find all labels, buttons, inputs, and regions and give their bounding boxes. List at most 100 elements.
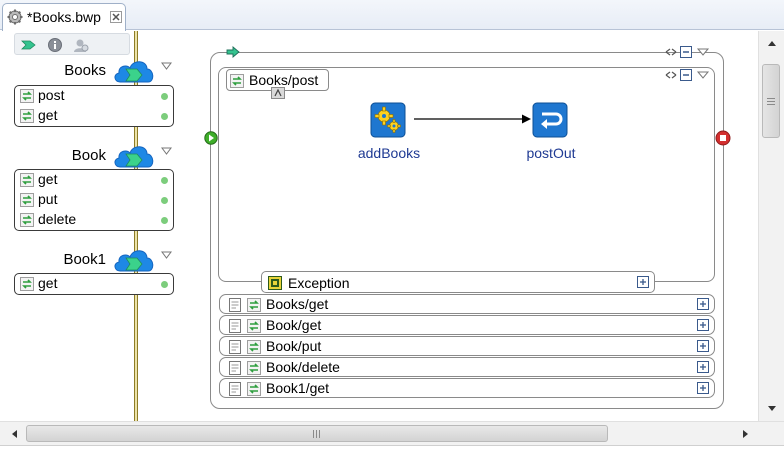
flow-in-icon[interactable]	[204, 131, 218, 145]
operation-label: get	[38, 275, 58, 291]
forward-arrow-icon[interactable]	[21, 37, 37, 53]
cloud-rest-icon	[114, 250, 154, 272]
swap-arrows-icon	[20, 109, 34, 123]
expand-icon[interactable]	[697, 319, 709, 331]
palette-toolbar	[14, 33, 130, 55]
collapse-icon[interactable]	[680, 46, 692, 58]
cloud-rest-icon	[114, 61, 154, 83]
transition-arrow[interactable]	[410, 113, 534, 125]
flow-out-icon[interactable]	[715, 130, 731, 146]
variable-icon	[271, 87, 285, 99]
resource-header-book1[interactable]: Book1	[10, 250, 172, 281]
chevron-down-icon[interactable]	[696, 71, 710, 79]
document-icon	[229, 382, 241, 396]
status-dot	[161, 197, 168, 204]
expand-icon[interactable]	[637, 276, 649, 288]
info-icon[interactable]	[47, 37, 63, 53]
chevron-down-icon[interactable]	[161, 147, 172, 155]
vertical-scroll-thumb[interactable]	[762, 64, 780, 138]
swap-arrows-icon	[20, 213, 34, 227]
operation-label: Books/get	[266, 296, 329, 312]
link-icon[interactable]	[665, 48, 677, 56]
swap-arrows-icon	[247, 298, 261, 312]
status-dot	[161, 177, 168, 184]
process-canvas[interactable]: Books post get Book	[0, 31, 758, 421]
swap-arrows-icon	[247, 319, 261, 333]
activity-postout[interactable]: postOut	[511, 102, 591, 172]
catch-icon	[268, 276, 282, 290]
operation-row[interactable]: delete	[15, 210, 173, 230]
scope-books-post[interactable]	[218, 67, 715, 282]
activity-label: addBooks	[357, 145, 421, 161]
operation-label: delete	[38, 211, 77, 227]
document-icon	[229, 319, 241, 333]
horizontal-scroll-thumb[interactable]	[26, 425, 608, 442]
process-toolbar	[665, 46, 710, 58]
resource-name: Book1	[63, 251, 106, 268]
chevron-down-icon[interactable]	[696, 48, 710, 56]
horizontal-scrollbar[interactable]	[0, 421, 784, 445]
document-icon	[229, 361, 241, 375]
collapsed-operation[interactable]: Book1/get	[219, 378, 715, 398]
resource-operations-book1: get	[14, 273, 174, 295]
resource-header-books[interactable]: Books	[10, 61, 172, 92]
collapsed-operation[interactable]: Book/put	[219, 336, 715, 356]
swap-arrows-icon	[247, 361, 261, 375]
status-strip	[0, 445, 784, 451]
vertical-scrollbar[interactable]	[758, 31, 784, 421]
operation-label: Book/get	[266, 317, 322, 333]
swap-arrows-icon	[20, 89, 34, 103]
user-icon[interactable]	[73, 37, 89, 53]
expand-icon[interactable]	[697, 361, 709, 373]
operation-label: get	[38, 171, 58, 187]
resource-header-book[interactable]: Book	[10, 146, 172, 177]
resource-name: Book	[71, 147, 106, 164]
document-icon	[229, 298, 241, 312]
operation-row[interactable]: put	[15, 190, 173, 210]
scroll-up-icon[interactable]	[767, 39, 777, 47]
editor-tab[interactable]: *Books.bwp	[2, 3, 126, 31]
collapsed-operation[interactable]: Books/get	[219, 294, 715, 314]
expand-icon[interactable]	[697, 382, 709, 394]
resource-name: Books	[64, 62, 106, 79]
swap-arrows-icon	[20, 173, 34, 187]
link-icon[interactable]	[665, 71, 677, 79]
activity-addbooks[interactable]: addBooks	[349, 102, 429, 172]
swap-arrows-icon	[230, 74, 244, 88]
operation-label: get	[38, 107, 58, 123]
gear-activity-icon	[370, 102, 406, 138]
collapsed-operation[interactable]: Book/delete	[219, 357, 715, 377]
status-dot	[161, 281, 168, 288]
process-start-icon	[226, 46, 240, 58]
operation-label: Book1/get	[266, 380, 330, 396]
scroll-right-icon[interactable]	[742, 429, 750, 439]
operation-row[interactable]: get	[15, 106, 173, 126]
reply-activity-icon	[532, 102, 568, 138]
scroll-left-icon[interactable]	[10, 429, 18, 439]
chevron-down-icon[interactable]	[161, 251, 172, 259]
collapse-icon[interactable]	[680, 69, 692, 81]
resource-operations-book: get put delete	[14, 169, 174, 231]
operation-row[interactable]: get	[15, 274, 173, 294]
operation-row[interactable]: get	[15, 170, 173, 190]
resource-operations-books: post get	[14, 85, 174, 127]
operation-label: put	[38, 191, 58, 207]
swap-arrows-icon	[20, 277, 34, 291]
scroll-down-icon[interactable]	[767, 405, 777, 413]
activity-label: postOut	[526, 145, 576, 161]
status-dot	[161, 113, 168, 120]
scope-title: Books/post	[249, 72, 319, 88]
operation-label: Book/put	[266, 338, 322, 354]
gear-process-icon	[7, 9, 23, 25]
chevron-down-icon[interactable]	[161, 62, 172, 70]
close-icon[interactable]	[110, 11, 122, 23]
editor-tab-title: *Books.bwp	[27, 9, 101, 25]
status-dot	[161, 93, 168, 100]
editor-tab-strip: *Books.bwp	[0, 0, 784, 31]
expand-icon[interactable]	[697, 340, 709, 352]
collapsed-operation[interactable]: Book/get	[219, 315, 715, 335]
exception-handler[interactable]: Exception	[261, 271, 655, 293]
operation-row[interactable]: post	[15, 86, 173, 106]
expand-icon[interactable]	[697, 298, 709, 310]
scope-toolbar	[665, 69, 710, 81]
